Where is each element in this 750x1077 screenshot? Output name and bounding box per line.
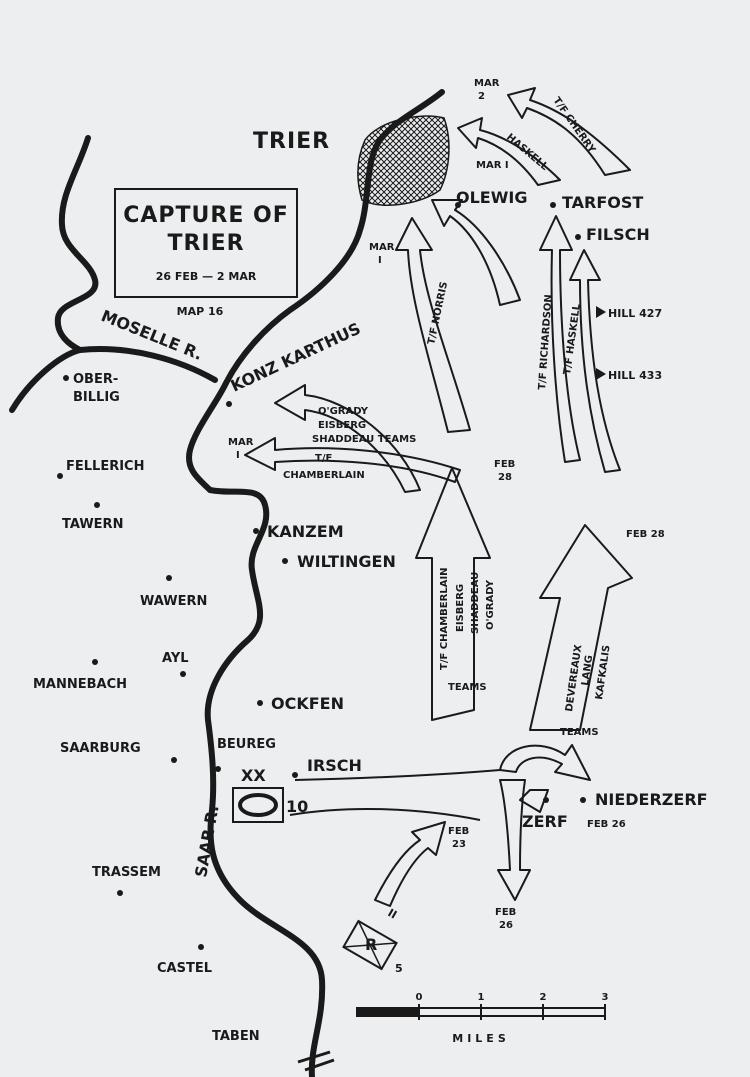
map-number: MAP 16	[177, 305, 224, 318]
date-mar2-b: 2	[478, 91, 485, 102]
scale-tick-0: 0	[416, 992, 423, 1003]
town-filsch: FILSCH	[586, 225, 650, 244]
town-zerf: ZERF	[522, 812, 568, 831]
date-mar1-konz-a: MAR	[228, 437, 254, 448]
unit-teams-right: TEAMS	[560, 727, 599, 738]
unit-chamberlain-top: CHAMBERLAIN	[283, 470, 365, 481]
scale-unit: MILES	[452, 1032, 510, 1045]
scale-tick-1: 1	[478, 992, 485, 1003]
unit-tf-haskell: T/F HASKELL	[562, 303, 583, 376]
scale-tick-2: 2	[540, 992, 547, 1003]
unit-tf-chamberlain: T/F CHAMBERLAIN	[439, 567, 450, 670]
title-line2: TRIER	[167, 231, 244, 256]
unit-shaddeau-teams: SHADDEAU TEAMS	[312, 434, 416, 445]
unit-tf-richardson: T/F RICHARDSON	[537, 294, 555, 390]
unit-ogrady-top: O'GRADY	[318, 406, 369, 417]
title-date-range: 26 FEB — 2 MAR	[156, 270, 257, 283]
unit-ii: II	[386, 906, 400, 921]
unit-division-xx: XX	[241, 766, 266, 785]
scale-tick-3: 3	[602, 992, 609, 1003]
title-box	[114, 188, 298, 298]
unit-lang: LANG	[580, 654, 595, 686]
saar-river	[204, 487, 326, 1077]
city-trier: TRIER	[253, 129, 330, 154]
unit-eisberg: EISBERG	[455, 584, 466, 632]
date-feb28-a: FEB	[494, 459, 515, 470]
town-castel: CASTEL	[157, 961, 212, 976]
date-feb26-zerf: FEB 26	[587, 819, 626, 830]
town-taben: TABEN	[212, 1029, 260, 1044]
town-oberbillig-1: OBER-	[73, 372, 118, 387]
town-mannebach: MANNEBACH	[33, 677, 127, 692]
scale-bar	[356, 1004, 606, 1020]
town-ayl: AYL	[162, 651, 189, 666]
town-wawern: WAWERN	[140, 594, 207, 609]
date-mar1-trier: MAR I	[476, 160, 509, 171]
town-kanzem: KANZEM	[267, 522, 344, 541]
hill-433: HILL 433	[608, 369, 662, 382]
unit-kafkalis: KAFKALIS	[594, 644, 613, 700]
unit-division-num: 10	[286, 797, 308, 816]
date-feb23-a: FEB	[448, 826, 469, 837]
unit-tf-cherry: T/F CHERRY	[551, 95, 598, 156]
division-10-symbol	[232, 787, 284, 823]
town-markers	[57, 202, 586, 950]
town-fellerich: FELLERICH	[66, 459, 144, 474]
town-oberbillig-2: BILLIG	[73, 390, 120, 405]
unit-tf-norris: T/F NORRIS	[426, 281, 450, 346]
date-feb28-right: FEB 28	[626, 529, 665, 540]
title-line1: CAPTURE OF	[123, 203, 289, 228]
date-feb26-a: FEB	[495, 907, 516, 918]
town-ockfen: OCKFEN	[271, 694, 344, 713]
town-niederzerf: NIEDERZERF	[595, 790, 708, 809]
unit-ogrady: O'GRADY	[485, 579, 496, 630]
date-mar1-b: I	[378, 255, 382, 266]
town-saarburg: SAARBURG	[60, 741, 141, 756]
date-mar1-a: MAR	[369, 242, 395, 253]
unit-haskell-top: HASKELL	[504, 132, 550, 173]
town-konz-karthus: KONZ KARTHUS	[228, 319, 364, 396]
date-feb28-b: 28	[498, 472, 512, 483]
road-end-mark	[297, 1050, 335, 1072]
unit-shaddeau: SHADDEAU	[470, 572, 481, 634]
hill-427: HILL 427	[608, 307, 662, 320]
town-wiltingen: WILTINGEN	[297, 552, 396, 571]
unit-tf-top: T/F	[315, 453, 332, 464]
regiment-5-symbol	[342, 919, 398, 971]
date-mar2-a: MAR	[474, 78, 500, 89]
unit-num-5: 5	[395, 962, 403, 975]
hill-markers	[596, 306, 606, 380]
advance-arrows	[244, 87, 633, 907]
town-irsch: IRSCH	[307, 756, 362, 775]
armor-oval	[238, 793, 278, 817]
date-feb23-b: 23	[452, 839, 466, 850]
unit-teams-left: TEAMS	[448, 682, 487, 693]
town-trassem: TRASSEM	[92, 865, 161, 880]
trier-city-area	[357, 115, 450, 206]
town-olewig: OLEWIG	[456, 188, 527, 207]
town-beureg: BEUREG	[217, 737, 276, 752]
unit-eisberg-top: EISBERG	[318, 420, 366, 431]
unit-r: R	[365, 935, 377, 954]
town-tarfost: TARFOST	[562, 193, 643, 212]
town-tawern: TAWERN	[62, 517, 123, 532]
date-mar1-konz-b: I	[236, 450, 240, 461]
date-feb26-b: 26	[499, 920, 513, 931]
